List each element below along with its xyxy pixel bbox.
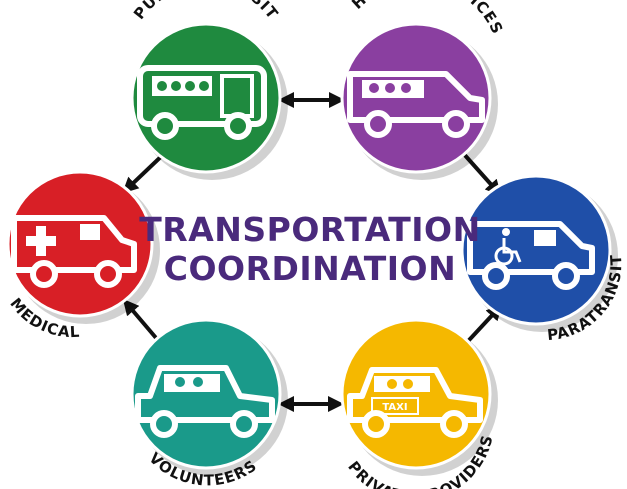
taxi-sign [371, 397, 419, 415]
node-volunteers: VOLUNTEERS [130, 318, 288, 489]
van-icon [347, 71, 485, 138]
public-transit-circle [130, 22, 282, 174]
taxi-icon: TAXI [347, 367, 483, 438]
car-icon [135, 365, 275, 438]
taxi-sign-text: TAXI [382, 402, 407, 413]
volunteers-circle [130, 318, 282, 470]
node-private-providers: TAXI PRIVATE PROVIDERS [340, 318, 498, 489]
node-public-transit: PUBLIC TRANSIT [130, 0, 288, 180]
title-line1: TRANSPORTATION [139, 210, 480, 249]
node-human-services: HUMAN SERVICES [340, 0, 506, 180]
node-paratransit: PARATRANSIT [460, 174, 624, 344]
ambulance-icon [11, 215, 137, 288]
bus-icon [137, 65, 267, 140]
node-medical: MEDICAL [6, 170, 160, 341]
wheelchair-van-icon [467, 221, 595, 290]
public-transit-label: PUBLIC TRANSIT [130, 0, 282, 23]
title-line2: COORDINATION [164, 249, 456, 288]
center-title: TRANSPORTATION COORDINATION [139, 210, 480, 288]
